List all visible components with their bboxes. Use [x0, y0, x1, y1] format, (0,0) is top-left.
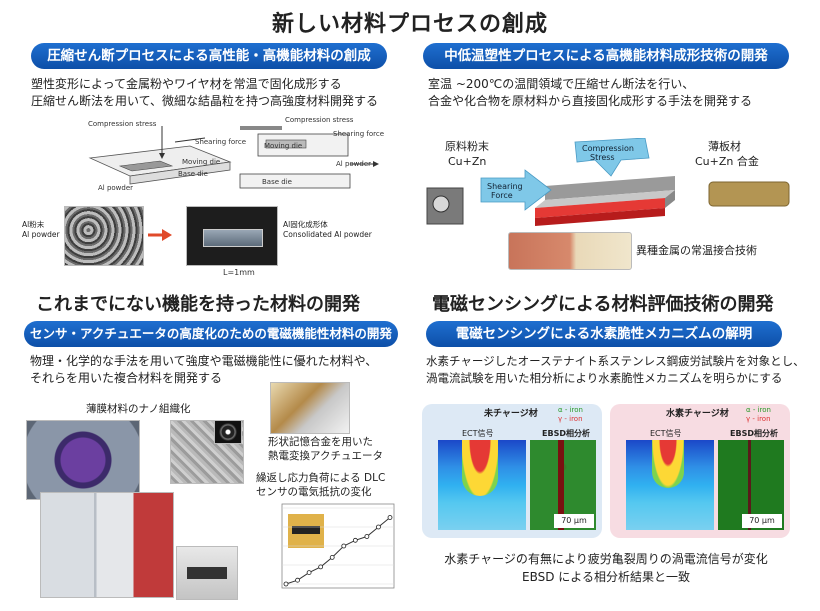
q4-desc-2: 渦電流試験を用いた相分析により水素脆性メカニズムを明らかにする	[426, 371, 783, 385]
q2-sheet-label-en: Cu+Zn 合金	[695, 155, 759, 168]
chart-point	[376, 524, 381, 530]
q4-left-legend-a: α - iron	[558, 406, 583, 414]
q1-label-compression-r: Compression stress	[285, 116, 354, 124]
chart-point	[341, 543, 347, 549]
q4-left-ect: ECT信号	[462, 429, 494, 438]
q4-left-ect-map	[438, 440, 526, 530]
q4-right-ect-map	[626, 440, 714, 530]
chart-point	[352, 537, 358, 543]
q4-title: 電磁センシングによる材料評価技術の開発	[432, 294, 774, 315]
q4-right-legend-g: γ - iron	[746, 415, 771, 423]
q3-nano-photo	[170, 420, 244, 484]
q3-actuator-caption-2: 熱電変換アクチュエータ	[268, 450, 383, 462]
q3-actuator-caption-1: 形状記憶合金を用いた	[268, 436, 373, 448]
q2-joint-photo	[508, 232, 632, 270]
q1-al-powder-photo	[64, 206, 144, 266]
q1-consolidated-label-en: Consolidated Al powder	[283, 230, 372, 239]
q4-right-scale: 70 μm	[742, 514, 782, 528]
q1-scale-label: L=1mm	[223, 268, 255, 277]
q2-shearing-label-1: Shearing	[487, 182, 523, 191]
q1-al-powder-label-jp: Al粉末	[22, 220, 45, 229]
q2-raw-label-en: Cu+Zn	[448, 155, 487, 168]
chart-point	[283, 581, 289, 587]
q1-label-al-powder: Al powder	[98, 184, 134, 192]
q1-desc-1: 塑性変形によって金属粉やワイヤ材を常温で固化成形する	[31, 77, 342, 91]
q1-label-shearing-r: Shearing force	[333, 130, 385, 138]
q3-title: これまでにない機能を持った材料の開発	[36, 294, 360, 315]
q1-label-base-die-r: Base die	[262, 178, 292, 186]
q2-compression-label-1: Compression	[582, 144, 634, 153]
q1-consolidated-photo	[186, 206, 278, 266]
q3-diffraction-photo	[214, 420, 242, 444]
q4-caption-1: 水素チャージの有無により疲労亀裂周りの渦電流信号が変化	[444, 552, 768, 566]
q1-label-moving-die-r: Moving die	[264, 142, 303, 150]
dlc-sensor-strip	[292, 526, 320, 534]
q3-desc-1: 物理・化学的な手法を用いて強度や電磁機能性に優れた材料や、	[30, 354, 378, 368]
q4-left-ebsd-map: 70 μm	[530, 440, 596, 530]
q3-sample-photo	[176, 546, 238, 600]
q4-right-ebsd-map: 70 μm	[718, 440, 784, 530]
q3-equipment-photo	[40, 492, 174, 598]
q3-dlc-caption-2: センサの電気抵抗の変化	[256, 486, 372, 498]
q4-caption-2: EBSD による相分析結果と一致	[522, 570, 690, 584]
q3-pill: センサ・アクチュエータの高度化のための電磁機能性材料の開発	[24, 321, 398, 347]
q1-label-shearing: Shearing force	[195, 138, 247, 146]
q4-left-scale: 70 μm	[554, 514, 594, 528]
chart-point	[306, 570, 312, 575]
chart-point	[329, 555, 335, 560]
q1-label-compression: Compression stress	[88, 120, 157, 128]
chart-point	[364, 534, 370, 539]
page-title: 新しい材料プロセスの創成	[271, 12, 548, 37]
q2-raw-label-jp: 原料粉末	[445, 140, 489, 153]
q3-nano-caption: 薄膜材料のナノ組織化	[86, 403, 191, 415]
q2-desc-1: 室温 ~200℃の温間領域で圧縮せん断法を行い、	[428, 77, 695, 91]
q4-desc-1: 水素チャージしたオーステナイト系ステンレス鋼疲労試験片を対象とし、	[426, 354, 805, 368]
chart-series-line	[285, 517, 391, 585]
q4-pill: 電磁センシングによる水素脆性メカニズムの解明	[426, 321, 782, 347]
q4-panel-uncharged: 未チャージ材 ECT信号 EBSD相分析 α - iron γ - iron 7…	[422, 404, 602, 538]
q3-desc-2: それらを用いた複合材料を開発する	[30, 371, 223, 385]
q1-label-moving-die: Moving die	[182, 158, 221, 166]
q4-right-title: 水素チャージ材	[666, 409, 729, 419]
q4-left-legend-g: γ - iron	[558, 415, 583, 423]
q1-desc-2: 圧縮せん断法を用いて、微細な結晶粒を持つ高強度材料開発する	[31, 94, 379, 108]
q2-pill: 中低温塑性プロセスによる高機能材料成形技術の開発	[423, 43, 789, 69]
q2-sheet-label-jp: 薄板材	[708, 140, 741, 153]
q2-compression-label-2: Stress	[590, 153, 615, 162]
q4-right-ect: ECT信号	[650, 429, 682, 438]
chart-point	[387, 515, 393, 520]
chart-point	[318, 564, 324, 570]
q3-dlc-caption-1: 繰返し応力負荷による DLC	[256, 472, 386, 484]
q4-right-legend-a: α - iron	[746, 406, 771, 414]
q2-joint-caption: 異種金属の常温接合技術	[636, 244, 757, 257]
q1-label-al-powder-r: Al powder	[336, 160, 372, 168]
q4-panel-charged: 水素チャージ材 ECT信号 EBSD相分析 α - iron γ - iron …	[610, 404, 790, 538]
q3-chamber-photo	[26, 420, 140, 500]
q4-right-ebsd: EBSD相分析	[730, 429, 778, 438]
q1-label-base-die: Base die	[178, 170, 208, 178]
q2-process-diagram	[426, 138, 790, 226]
q1-arrow-icon	[148, 229, 172, 241]
q2-desc-2: 合金や化合物を原材料から直接固化成形する手法を開発する	[428, 94, 753, 108]
q3-dlc-chart	[281, 503, 395, 589]
chart-point	[295, 577, 300, 583]
q4-left-title: 未チャージ材	[484, 409, 538, 419]
q1-consolidated-label-jp: Al固化成形体	[283, 220, 328, 229]
q1-compression-diagram	[88, 126, 379, 189]
q1-pill: 圧縮せん断プロセスによる高性能・高機能材料の創成	[31, 43, 387, 69]
q2-shearing-label-2: Force	[491, 191, 513, 200]
q3-actuator-photo	[270, 382, 350, 434]
q1-al-powder-label-en: Al powder	[22, 230, 60, 239]
q4-left-ebsd: EBSD相分析	[542, 429, 590, 438]
